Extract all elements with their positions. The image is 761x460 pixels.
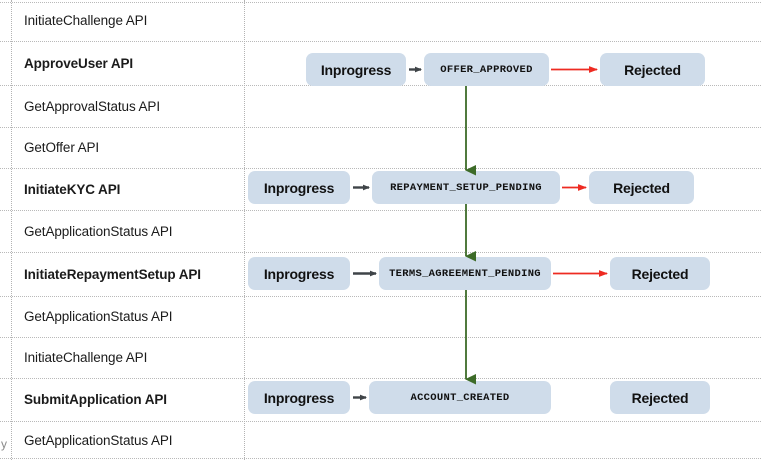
node-rejected[interactable]: Rejected <box>589 171 694 204</box>
row-separator <box>0 296 761 297</box>
api-row-label: GetApprovalStatus API <box>24 98 160 114</box>
api-row-label: SubmitApplication API <box>24 392 167 407</box>
row-separator <box>0 127 761 128</box>
node-state[interactable]: REPAYMENT_SETUP_PENDING <box>372 171 560 204</box>
node-state-label: REPAYMENT_SETUP_PENDING <box>390 181 542 194</box>
api-row-label: InitiateKYC API <box>24 181 121 197</box>
node-state-label: TERMS_AGREEMENT_PENDING <box>389 267 541 280</box>
node-inprogress[interactable]: Inprogress <box>248 381 350 414</box>
node-state[interactable]: TERMS_AGREEMENT_PENDING <box>379 257 551 290</box>
api-row[interactable]: InitiateKYC API <box>12 168 246 210</box>
api-row-label: GetOffer API <box>24 140 100 155</box>
node-inprogress-label: Inprogress <box>320 61 392 78</box>
node-rejected[interactable]: Rejected <box>610 381 710 414</box>
api-row[interactable]: SubmitApplication API <box>12 378 246 421</box>
row-separator <box>0 458 761 459</box>
api-row[interactable]: GetApplicationStatus API <box>12 296 246 337</box>
row-separator <box>0 210 761 211</box>
node-state-label: OFFER_APPROVED <box>440 63 533 76</box>
row-separator <box>0 2 761 3</box>
api-row[interactable]: InitiateChallenge API <box>12 337 246 378</box>
node-rejected-label: Rejected <box>624 61 681 78</box>
node-state[interactable]: OFFER_APPROVED <box>424 53 549 86</box>
api-row[interactable]: GetApplicationStatus API <box>12 421 246 460</box>
node-inprogress-label: Inprogress <box>263 265 335 282</box>
api-row-label: InitiateChallenge API <box>24 13 148 28</box>
api-column: InitiateChallenge API ApproveUser API GetA… <box>11 0 245 460</box>
node-rejected-label: Rejected <box>631 389 689 406</box>
api-row[interactable]: InitiateChallenge API <box>12 0 246 41</box>
api-row[interactable]: GetOffer API <box>12 127 246 168</box>
row-separator <box>0 252 761 253</box>
row-separator <box>0 421 761 422</box>
node-rejected-label: Rejected <box>631 265 689 282</box>
node-inprogress[interactable]: Inprogress <box>248 257 350 290</box>
api-row[interactable]: GetApprovalStatus API <box>12 85 246 127</box>
node-rejected[interactable]: Rejected <box>600 53 705 86</box>
api-row[interactable]: GetApplicationStatus API <box>12 210 246 252</box>
api-row-label: GetApplicationStatus API <box>24 309 173 324</box>
api-row-label: InitiateRepaymentSetup API <box>24 266 201 282</box>
api-row-label: GetApplicationStatus API <box>24 433 173 448</box>
row-separator <box>0 168 761 169</box>
api-row[interactable]: ApproveUser API <box>12 41 246 85</box>
api-row-label: GetApplicationStatus API <box>24 223 173 239</box>
node-rejected-label: Rejected <box>613 179 670 196</box>
node-inprogress-label: Inprogress <box>263 389 335 406</box>
row-separator <box>0 337 761 338</box>
node-rejected[interactable]: Rejected <box>610 257 710 290</box>
row-separator <box>0 41 761 42</box>
node-inprogress[interactable]: Inprogress <box>306 53 406 86</box>
node-inprogress-label: Inprogress <box>263 179 335 196</box>
node-state[interactable]: ACCOUNT_CREATED <box>369 381 551 414</box>
row-separator <box>0 378 761 379</box>
api-row-label: InitiateChallenge API <box>24 350 148 365</box>
api-row[interactable]: InitiateRepaymentSetup API <box>12 252 246 296</box>
api-row-label: ApproveUser API <box>24 55 134 71</box>
stray-glyph: y <box>1 437 7 451</box>
node-inprogress[interactable]: Inprogress <box>248 171 350 204</box>
node-state-label: ACCOUNT_CREATED <box>410 391 510 404</box>
